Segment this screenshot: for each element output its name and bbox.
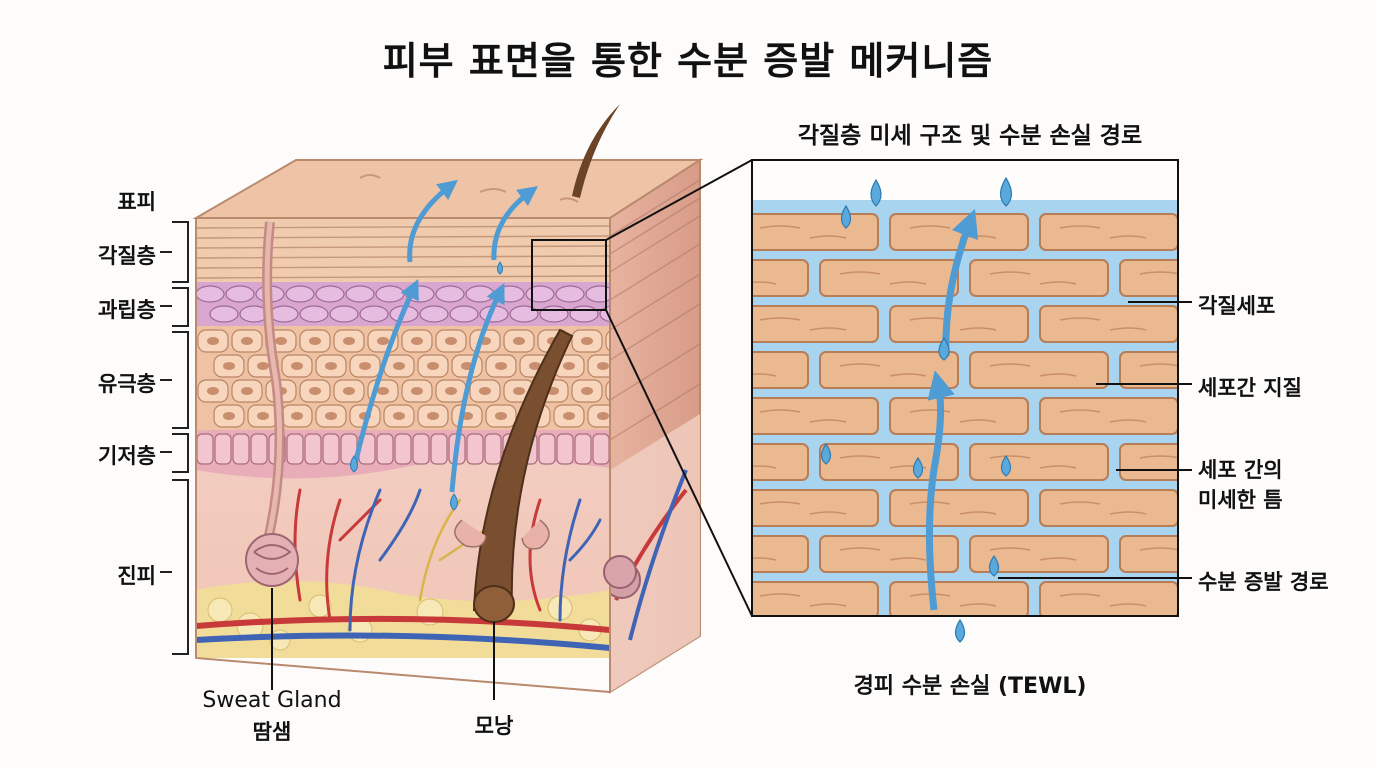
label-stratum-spinosum: 유극층 (46, 368, 156, 398)
label-intercellular-lipid: 세포간 지질 (1198, 372, 1302, 402)
layer-brackets (160, 222, 188, 654)
label-corneocyte: 각질세포 (1198, 290, 1275, 320)
label-hair-follicle: 모낭 (444, 710, 544, 740)
skin-block (196, 104, 752, 692)
label-micro-gap-2: 미세한 틈 (1198, 484, 1283, 514)
detail-box (670, 160, 1258, 642)
label-stratum-granulosum: 과립층 (46, 294, 156, 324)
label-sweat-gland-en: Sweat Gland (192, 688, 352, 713)
label-epidermis: 표피 (46, 186, 156, 216)
label-micro-gap-1: 세포 간의 (1198, 454, 1283, 484)
label-stratum-basale: 기저층 (46, 440, 156, 470)
label-dermis: 진피 (46, 560, 156, 590)
label-tewl: 경피 수분 손실 (TEWL) (820, 668, 1120, 700)
label-evaporation-path: 수분 증발 경로 (1198, 566, 1329, 596)
label-stratum-corneum: 각질층 (46, 240, 156, 270)
label-sweat-gland-ko: 땀샘 (192, 716, 352, 746)
